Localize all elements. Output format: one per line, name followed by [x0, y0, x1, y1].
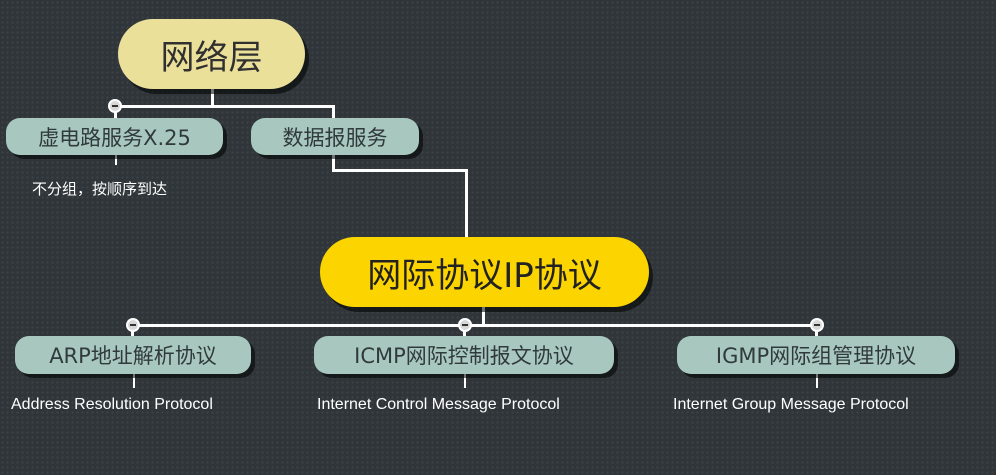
node-label: ARP地址解析协议 [49, 344, 217, 368]
node-label: IGMP网际组管理协议 [715, 344, 917, 368]
collapse-toggle-icon[interactable] [126, 318, 140, 332]
note-connector [133, 374, 135, 388]
connector-line [482, 307, 485, 327]
node-label: ICMP网际控制报文协议 [354, 344, 574, 368]
main-node-ip-protocol[interactable]: 网际协议IP协议 [320, 237, 649, 307]
note-arp: Address Resolution Protocol [11, 396, 213, 413]
root-node-label: 网络层 [160, 37, 263, 78]
node-label: 虚电路服务X.25 [38, 125, 191, 150]
note-igmp: Internet Group Message Protocol [673, 396, 909, 413]
collapse-toggle-icon[interactable] [108, 99, 122, 113]
note-connector [115, 155, 117, 165]
connector-line [332, 169, 468, 172]
note-connector [464, 374, 466, 388]
connector-line [332, 105, 335, 120]
connector-line [114, 105, 335, 108]
node-virtual-circuit-service[interactable]: 虚电路服务X.25 [6, 118, 223, 155]
node-igmp[interactable]: IGMP网际组管理协议 [677, 336, 955, 374]
node-icmp[interactable]: ICMP网际控制报文协议 [314, 336, 614, 374]
main-node-label: 网际协议IP协议 [367, 255, 602, 296]
collapse-toggle-icon[interactable] [810, 318, 824, 332]
node-datagram-service[interactable]: 数据报服务 [251, 118, 419, 155]
node-label: 数据报服务 [282, 125, 388, 150]
root-node-network-layer[interactable]: 网络层 [118, 19, 305, 89]
note-icmp: Internet Control Message Protocol [317, 396, 560, 413]
connector-line [465, 169, 468, 239]
note-virtual-circuit: 不分组，按顺序到达 [32, 180, 168, 198]
connector-line [332, 155, 335, 172]
node-arp[interactable]: ARP地址解析协议 [15, 336, 251, 374]
note-connector [816, 374, 818, 388]
connector-line [211, 89, 214, 107]
collapse-toggle-icon[interactable] [458, 318, 472, 332]
connector-line [131, 324, 818, 327]
